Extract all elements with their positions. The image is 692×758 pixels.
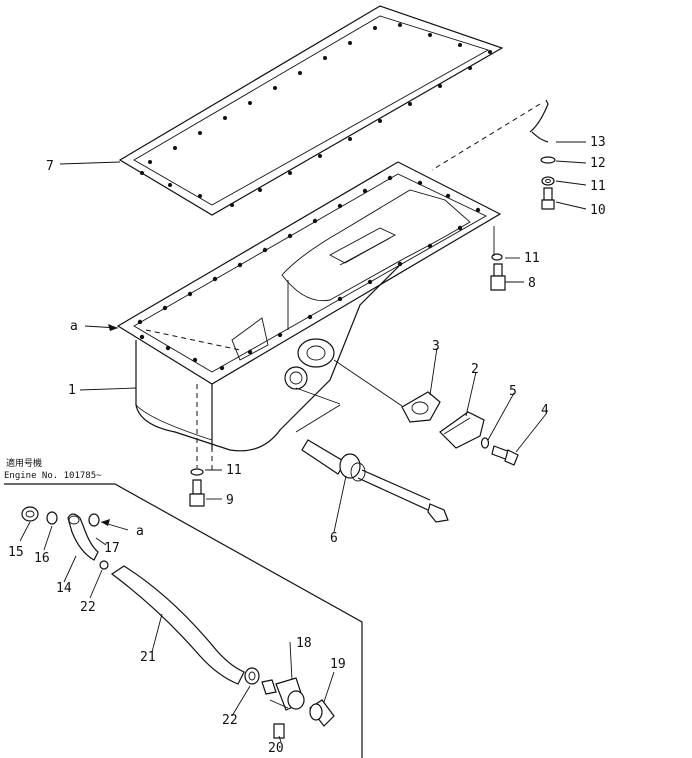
callout-22-lower: 22 [222, 713, 238, 728]
callout-9: 9 [226, 493, 234, 508]
callout-11-top: 11 [590, 179, 606, 194]
inset-frame [4, 483, 363, 758]
gasket-3 [401, 391, 441, 423]
callout-19: 19 [330, 657, 346, 672]
callout-21: 21 [140, 650, 156, 665]
callout-18: 18 [296, 636, 312, 651]
callout-3: 3 [432, 339, 440, 354]
callout-8: 8 [528, 276, 536, 291]
callout-11-mid: 11 [524, 251, 540, 266]
leader-lines [19, 103, 587, 743]
bolt-4 [491, 445, 519, 466]
callout-10: 10 [590, 203, 606, 218]
callout-4: 4 [541, 403, 549, 418]
callout-7: 7 [46, 159, 54, 174]
callout-14: 14 [56, 581, 72, 596]
oil-pan-1 [116, 161, 502, 452]
callout-a-inset: a [136, 524, 144, 539]
applicability-note-line1: 適用号機 [6, 457, 42, 469]
inset-parts [21, 506, 335, 739]
callout-5: 5 [509, 384, 517, 399]
callout-13: 13 [590, 135, 606, 150]
bolt-8-stack [490, 253, 506, 291]
callouts: 7 a 1 13 12 11 10 11 8 11 9 3 2 5 4 6 適用… [4, 135, 606, 756]
callout-a-pan: a [70, 319, 78, 334]
callout-17: 17 [104, 541, 120, 556]
cover-2 [439, 411, 485, 449]
callout-22-upper: 22 [80, 600, 96, 615]
applicability-note-line2: Engine No. 101785~ [4, 471, 102, 481]
callout-2: 2 [471, 362, 479, 377]
bolt-10-stack [529, 99, 556, 210]
callout-15: 15 [8, 545, 24, 560]
oil-level-sensor-6 [301, 439, 449, 523]
callout-1: 1 [68, 383, 76, 398]
callout-12: 12 [590, 156, 606, 171]
bolt-9-stack [189, 468, 205, 507]
gasket-7 [118, 5, 504, 216]
callout-20: 20 [268, 741, 284, 756]
callout-16: 16 [34, 551, 50, 566]
callout-6: 6 [330, 531, 338, 546]
callout-11-low: 11 [226, 463, 242, 478]
washer-5 [480, 437, 490, 449]
